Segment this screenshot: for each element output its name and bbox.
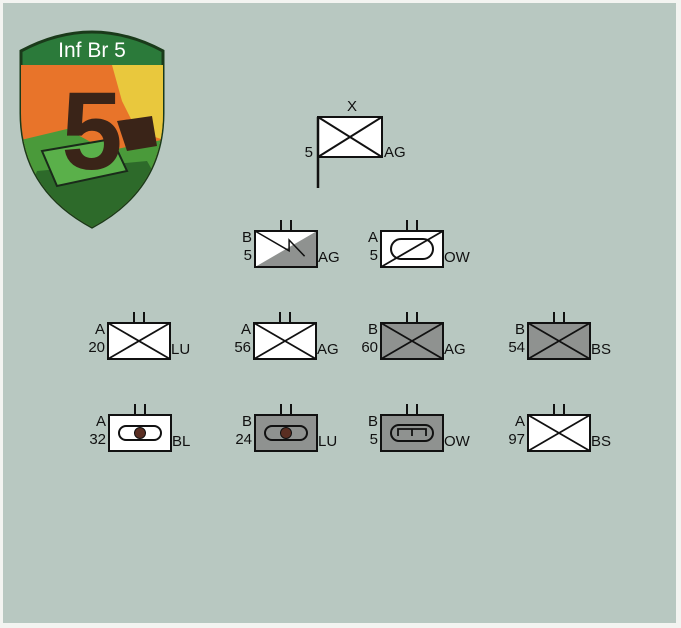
unit-number-label: 5 <box>351 248 378 264</box>
unit-location-label: OW <box>444 250 470 266</box>
badge-numeral: 5 <box>61 70 122 193</box>
echelon-marker <box>135 404 145 414</box>
unit-location-label: BS <box>591 342 611 358</box>
unit-symbol-a5ow <box>379 219 445 269</box>
unit-type-label: A <box>351 230 378 246</box>
unit-type-label: B <box>351 414 378 430</box>
artillery-dot-icon <box>281 428 292 439</box>
unit-number-label: 24 <box>225 432 252 448</box>
unit-type-label: A <box>498 414 525 430</box>
echelon-marker <box>554 404 564 414</box>
echelon-marker <box>280 312 290 322</box>
brigade-hq-symbol <box>315 116 385 188</box>
unit-location-label: LU <box>171 342 190 358</box>
unit-number-label: 20 <box>78 340 105 356</box>
unit-type-label: B <box>225 230 252 246</box>
unit-number-label: 60 <box>351 340 378 356</box>
unit-symbol-a56ag <box>252 311 318 361</box>
unit-location-label: AG <box>317 342 339 358</box>
unit-number-label: 32 <box>79 432 106 448</box>
unit-number-label: 54 <box>498 340 525 356</box>
hq-location: AG <box>384 145 406 161</box>
unit-type-label: A <box>224 322 251 338</box>
badge-title: Inf Br 5 <box>58 39 126 62</box>
unit-location-label: AG <box>444 342 466 358</box>
unit-symbol-b5ag <box>253 219 319 269</box>
unit-symbol-a20lu <box>106 311 172 361</box>
brigade-badge: 5 Inf Br 5 <box>17 21 167 231</box>
hq-number: 5 <box>293 145 313 161</box>
unit-type-label: B <box>351 322 378 338</box>
unit-number-label: 5 <box>351 432 378 448</box>
echelon-marker <box>407 404 417 414</box>
echelon-marker <box>281 220 291 230</box>
unit-symbol-b60ag <box>379 311 445 361</box>
unit-location-label: LU <box>318 434 337 450</box>
echelon-marker <box>407 220 417 230</box>
unit-type-label: A <box>78 322 105 338</box>
unit-location-label: BS <box>591 434 611 450</box>
unit-number-label: 97 <box>498 432 525 448</box>
hq-echelon: X <box>342 99 362 115</box>
unit-number-label: 5 <box>225 248 252 264</box>
unit-number-label: 56 <box>224 340 251 356</box>
unit-location-label: OW <box>444 434 470 450</box>
unit-type-label: B <box>225 414 252 430</box>
unit-symbol-b54bs <box>526 311 592 361</box>
unit-location-label: AG <box>318 250 340 266</box>
unit-type-label: B <box>498 322 525 338</box>
artillery-dot-icon <box>135 428 146 439</box>
echelon-marker <box>407 312 417 322</box>
echelon-marker <box>281 404 291 414</box>
unit-symbol-a97bs <box>526 403 592 453</box>
unit-type-label: A <box>79 414 106 430</box>
echelon-marker <box>134 312 144 322</box>
unit-symbol-b5ow <box>379 403 445 453</box>
echelon-marker <box>554 312 564 322</box>
unit-symbol-a32bl <box>107 403 173 453</box>
unit-location-label: BL <box>172 434 190 450</box>
unit-symbol-b24lu <box>253 403 319 453</box>
